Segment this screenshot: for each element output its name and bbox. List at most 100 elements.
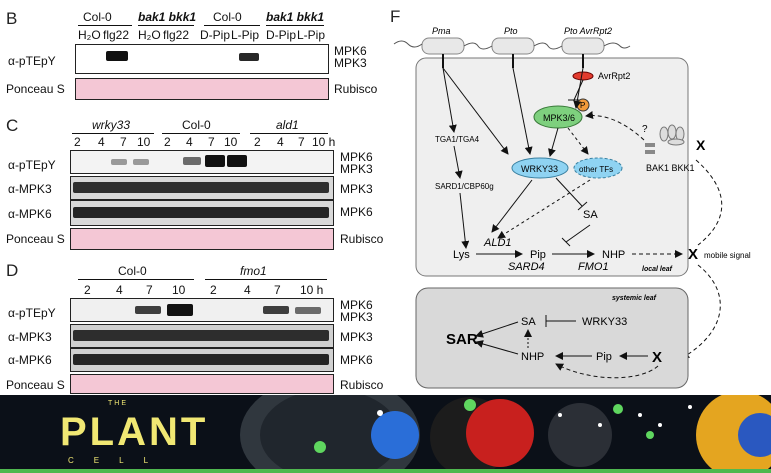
- row-label: α-pTEpY: [8, 306, 56, 320]
- dashed-arrow: [555, 363, 659, 379]
- arrow: [459, 192, 470, 249]
- treatment-label: L-Pip: [297, 28, 326, 42]
- arrow: [512, 67, 533, 155]
- row-label: α-MPK6: [8, 207, 52, 221]
- flagellum: [393, 40, 423, 48]
- header-fmo1: fmo1: [240, 264, 267, 278]
- timepoint: 2: [164, 135, 171, 149]
- header-col0: Col-0: [182, 118, 211, 132]
- blot-pTEpY: [70, 298, 334, 322]
- bak1-label: BAK1 BKK1: [646, 163, 695, 173]
- x-label-top: X: [696, 137, 706, 153]
- arrow: [475, 340, 519, 355]
- x-label-systemic: X: [652, 349, 662, 366]
- wrky33-systemic-label: WRKY33: [582, 316, 627, 328]
- bak1-receptor-icon: [645, 124, 685, 154]
- bracket-line: [162, 133, 240, 134]
- blot-band: [106, 51, 128, 61]
- wrky33-label: WRKY33: [521, 164, 558, 174]
- dashed-arrow: [681, 264, 721, 359]
- bracket-line: [205, 279, 327, 280]
- blot-band: [205, 155, 225, 167]
- inhibition-line: [555, 177, 583, 207]
- dashed-arrow: [585, 111, 645, 141]
- flagellum: [463, 42, 493, 50]
- arrow: [573, 67, 584, 109]
- nhp-local-label: NHP: [602, 249, 625, 261]
- row-label: α-MPK3: [8, 182, 52, 196]
- right-label: MPK3: [340, 182, 373, 196]
- flagellum: [603, 42, 631, 49]
- logo-cell: CELL: [68, 456, 169, 465]
- x-label-local: X: [688, 246, 698, 263]
- flagellum: [533, 42, 563, 50]
- sar-label: SAR: [446, 331, 478, 348]
- wrky33-node: [511, 157, 569, 179]
- other-tfs-label: other TFs: [579, 165, 613, 174]
- bracket-line: [204, 25, 260, 26]
- ald1-label: ALD1: [483, 237, 512, 249]
- treatment-label: D-Pip: [266, 28, 297, 42]
- right-label: MPK6: [340, 150, 373, 164]
- pathogen-label: Pma: [432, 26, 451, 36]
- row-label: α-pTEpY: [8, 158, 56, 172]
- blot-MPK6: [70, 200, 334, 226]
- bracket-line: [72, 133, 154, 134]
- timepoint: 10: [172, 283, 186, 297]
- mpk-label: MPK3/6: [543, 113, 575, 123]
- timepoint: 4: [116, 283, 123, 297]
- timepoint: 7: [146, 283, 153, 297]
- right-label: MPK3: [340, 310, 373, 324]
- right-label: MPK6: [340, 353, 373, 367]
- header-wrky33: wrky33: [92, 118, 131, 132]
- header-col0: Col-0: [118, 264, 147, 278]
- treatment-label: D-Pip: [200, 28, 231, 42]
- timepoint: 10 h: [300, 283, 324, 297]
- right-label: MPK3: [340, 162, 373, 176]
- row-label: α-pTEpY: [8, 54, 56, 68]
- bracket-line: [78, 25, 132, 26]
- bacterium-pto-avrrpt2: [561, 37, 605, 55]
- sard1-label: SARD1/CBP60g: [435, 182, 494, 191]
- timepoint: 7: [120, 135, 127, 149]
- timepoint: 7: [208, 135, 215, 149]
- bacterium-pma: [421, 37, 465, 55]
- treatment-label: flg22: [163, 28, 190, 42]
- pip-local-label: Pip: [530, 249, 546, 261]
- blot-band: [73, 330, 329, 341]
- arrow: [475, 321, 519, 338]
- blot-pTEpY: [75, 44, 329, 74]
- sard4-label: SARD4: [508, 261, 545, 273]
- panel-letter-D: D: [6, 261, 19, 280]
- avrrpt2-label: AvrRpt2: [598, 71, 630, 81]
- ponceau-stain: [70, 228, 334, 250]
- systemic-leaf-box: [415, 287, 689, 389]
- timepoint: 4: [277, 135, 284, 149]
- mobile-signal-label: mobile signal: [704, 251, 751, 260]
- logo-the: THE: [108, 400, 128, 407]
- lys-label: Lys: [453, 249, 470, 261]
- arrow: [442, 67, 457, 133]
- bracket-line: [250, 133, 328, 134]
- journal-banner: [0, 395, 771, 473]
- dashed-arrow: [497, 179, 591, 239]
- blot-band: [135, 306, 161, 314]
- sa-systemic-label: SA: [521, 316, 536, 328]
- arrow: [491, 179, 533, 233]
- blot-band: [167, 304, 193, 316]
- panel-F-diagram: F Pma Pto Pto AvrRpt2 AvrRpt2 MPK3/6 P ?…: [390, 7, 751, 389]
- header-bak1-bkk1-pip: bak1 bkk1: [266, 10, 325, 24]
- blot-pTEpY: [70, 150, 334, 174]
- header-ald1: ald1: [276, 118, 299, 132]
- phospho-label: P: [580, 101, 585, 110]
- arrow: [442, 67, 509, 155]
- blot-band: [111, 159, 127, 165]
- local-leaf-label: local leaf: [642, 266, 673, 273]
- blot-band: [183, 157, 201, 165]
- sa-local-label: SA: [583, 209, 598, 221]
- blot-MPK6: [70, 348, 334, 372]
- header-bak1-bkk1: bak1 bkk1: [138, 10, 197, 24]
- timepoint: 4: [186, 135, 193, 149]
- bracket-line: [138, 25, 194, 26]
- logo-plant: PLANT: [60, 410, 209, 454]
